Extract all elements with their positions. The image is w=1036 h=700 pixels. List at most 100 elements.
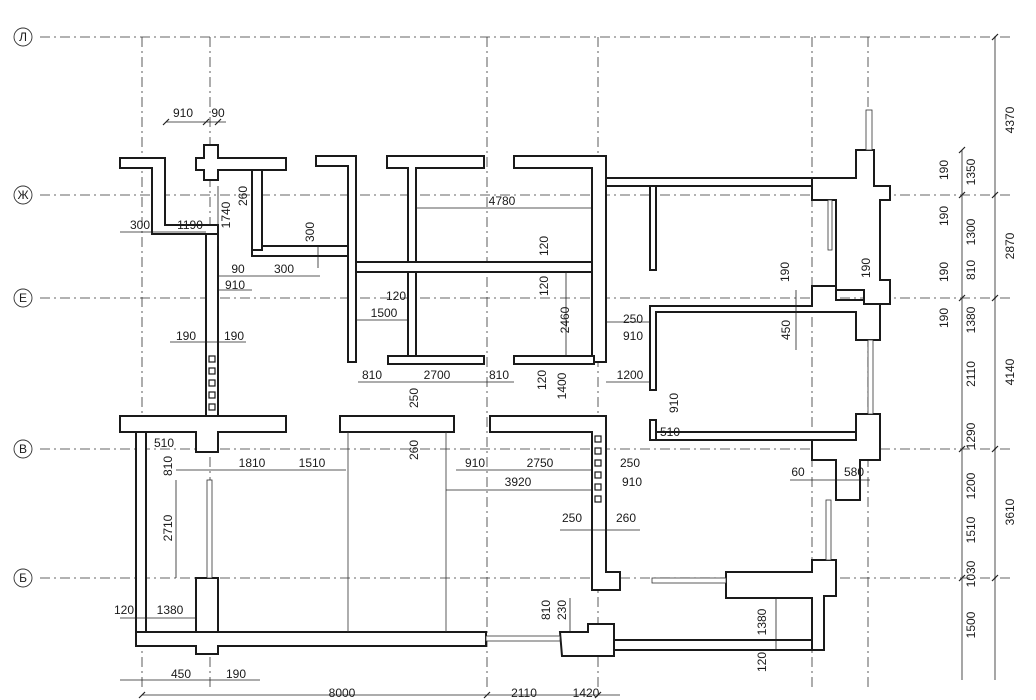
axis-label-v: В — [19, 442, 27, 456]
dim-1500: 1500 — [371, 306, 398, 320]
dim-r-1510: 1510 — [964, 516, 978, 543]
dim-1740: 1740 — [219, 201, 233, 228]
dim-r-1300: 1300 — [964, 218, 978, 245]
wall-right-column-mid — [811, 413, 881, 501]
dim-190-a: 190 — [176, 329, 196, 343]
window-bottom — [485, 635, 561, 642]
dim-580: 580 — [844, 465, 864, 479]
dim-2750: 2750 — [527, 456, 554, 470]
dim-810-a: 810 — [362, 368, 382, 382]
dim-60: 60 — [791, 465, 805, 479]
dim-r-1200: 1200 — [964, 472, 978, 499]
dim-250-b: 250 — [407, 388, 421, 408]
dim-300-b: 300 — [274, 262, 294, 276]
axis-label-e: Е — [19, 291, 27, 305]
dim-r-190-2: 190 — [937, 206, 951, 226]
dim-90: 90 — [231, 262, 245, 276]
dim-8000: 8000 — [329, 686, 356, 700]
axis-bubbles: Л Ж Е В Б — [13, 27, 33, 588]
dim-300-c: 300 — [303, 222, 317, 242]
wall-bottom-right — [558, 623, 615, 657]
dim-230: 230 — [555, 600, 569, 620]
dim-3920: 3920 — [505, 475, 532, 489]
wall-middle-right — [489, 415, 621, 591]
dim-810-b: 810 — [489, 368, 509, 382]
dim-260-a: 260 — [236, 186, 250, 206]
dim-r-190-1: 190 — [937, 160, 951, 180]
window-right-top — [865, 109, 873, 151]
dim-910-b: 910 — [623, 329, 643, 343]
dim-r-4140: 4140 — [1003, 358, 1017, 385]
dim-2710: 2710 — [161, 514, 175, 541]
dim-810-c: 810 — [161, 456, 175, 476]
dim-120-e: 120 — [114, 603, 134, 617]
dim-1400: 1400 — [555, 372, 569, 399]
dim-260-b: 260 — [407, 440, 421, 460]
dim-r-810: 810 — [964, 260, 978, 280]
dim-2700: 2700 — [424, 368, 451, 382]
window-left — [206, 479, 213, 579]
partition-vertical-1 — [407, 271, 417, 361]
dim-r-1290: 1290 — [964, 422, 978, 449]
dim-4780: 4780 — [489, 194, 516, 208]
dim-120-c: 120 — [386, 289, 406, 303]
vent-shafts — [208, 355, 602, 503]
dim-r-1030: 1030 — [964, 560, 978, 587]
dim-120-d: 120 — [535, 370, 549, 390]
dim-450: 450 — [779, 320, 793, 340]
dim-r-4370: 4370 — [1003, 106, 1017, 133]
wall-middle-center — [339, 415, 455, 433]
dim-r-2870: 2870 — [1003, 232, 1017, 259]
partition-bottom-2 — [513, 355, 595, 365]
dim-1380-b: 1380 — [755, 608, 769, 635]
wall-right-room-2-v — [649, 419, 657, 441]
wall-lower-left-pier — [195, 577, 219, 633]
dim-top-910: 910 — [173, 106, 193, 120]
dim-190-d: 190 — [859, 258, 873, 278]
dim-120-f: 120 — [755, 652, 769, 672]
axis-bubble-l: Л — [13, 27, 33, 47]
wall-right-column-upper — [811, 149, 891, 305]
axis-bubble-b: Б — [13, 568, 33, 588]
dim-910-a: 910 — [225, 278, 245, 292]
wall-right-lower-column — [725, 559, 837, 651]
dim-190-e: 190 — [226, 667, 246, 681]
dim-1510: 1510 — [299, 456, 326, 470]
dim-510-a: 510 — [660, 425, 680, 439]
dim-2460: 2460 — [558, 306, 572, 333]
windows — [206, 109, 874, 642]
window-right-1 — [827, 199, 833, 251]
axis-bubble-zh: Ж — [13, 185, 33, 205]
dim-810-d: 810 — [539, 600, 553, 620]
dim-1380-a: 1380 — [157, 603, 184, 617]
partition-bottom-1 — [387, 355, 485, 365]
wall-right-room-1 — [649, 285, 881, 391]
dim-910-c: 910 — [667, 393, 681, 413]
dim-250-c: 250 — [620, 456, 640, 470]
dim-450-b: 450 — [171, 667, 191, 681]
dim-260-c: 260 — [616, 511, 636, 525]
wall-right-upper — [605, 177, 813, 187]
wall-bottom-right-long — [613, 639, 825, 651]
dim-1190: 1190 — [177, 218, 203, 232]
dim-1420: 1420 — [573, 686, 600, 700]
dim-r-1350: 1350 — [964, 158, 978, 185]
dim-910-d: 910 — [465, 456, 485, 470]
dim-1200-a: 1200 — [617, 368, 644, 382]
walls — [119, 144, 891, 657]
dim-r-1500: 1500 — [964, 611, 978, 638]
dim-120-b: 120 — [537, 276, 551, 296]
dim-r-2110: 2110 — [964, 361, 978, 387]
wall-upper-1 — [315, 155, 357, 363]
dim-1810: 1810 — [239, 456, 266, 470]
dim-250-d: 250 — [562, 511, 582, 525]
dim-910-e: 910 — [622, 475, 642, 489]
dim-2110-a: 2110 — [511, 686, 537, 700]
dim-190-c: 190 — [778, 262, 792, 282]
dim-300-a: 300 — [130, 218, 150, 232]
axis-label-b: Б — [19, 571, 27, 585]
partition-horizontal-1 — [355, 261, 593, 273]
dim-250-a: 250 — [623, 312, 643, 326]
axis-label-l: Л — [19, 30, 27, 44]
wall-vertical-short-1 — [251, 169, 263, 251]
